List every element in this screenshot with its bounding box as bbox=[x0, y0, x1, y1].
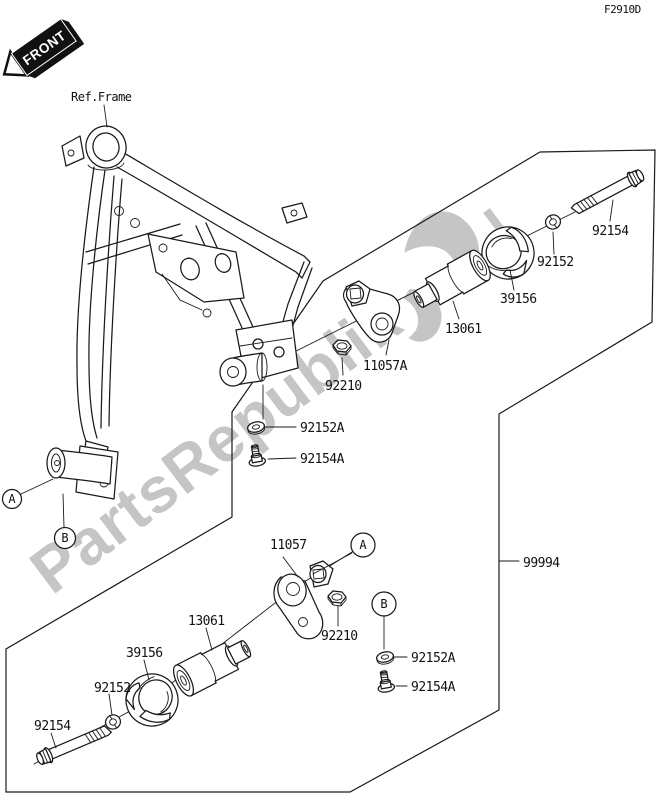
part-number-92152-lower: 92152 bbox=[94, 681, 131, 696]
part-number-92152a-lower: 92152A bbox=[411, 651, 456, 666]
nut-lower bbox=[327, 590, 347, 607]
frame-ref-label: Ref.Frame bbox=[71, 90, 132, 104]
part-number-13061-lower: 13061 bbox=[188, 614, 225, 629]
engine-mount-bracket-lower bbox=[273, 560, 334, 640]
damper-lower bbox=[168, 631, 257, 700]
part-number-92154-lower: 92154 bbox=[34, 719, 71, 734]
engine-mount-bracket-upper bbox=[342, 280, 401, 343]
detail-marker-a-parts-label: A bbox=[359, 538, 367, 552]
page-code: F2910D bbox=[604, 3, 641, 16]
damper-upper bbox=[407, 246, 495, 317]
mount-bolt-upper bbox=[568, 166, 647, 219]
flange-bolt-lower bbox=[374, 668, 396, 694]
leader-lines bbox=[18, 104, 614, 749]
watermark-text: PartsRepublik bbox=[17, 283, 414, 607]
part-number-92154a-lower: 92154A bbox=[411, 680, 456, 695]
detail-marker-b-parts: B bbox=[371, 591, 397, 617]
kit-outline bbox=[5, 149, 656, 793]
part-number-92210-upper: 92210 bbox=[325, 379, 362, 394]
part-number-39156-lower: 39156 bbox=[126, 646, 163, 661]
part-number-92154-upper: 92154 bbox=[592, 224, 629, 239]
part-number-13061-upper: 13061 bbox=[445, 322, 482, 337]
part-number-39156-upper: 39156 bbox=[500, 292, 537, 307]
part-number-92152-upper: 92152 bbox=[537, 255, 574, 270]
part-number-11057a: 11057A bbox=[363, 359, 408, 374]
frame-illustration bbox=[46, 125, 313, 500]
detail-marker-b-frame: B bbox=[53, 526, 77, 550]
detail-marker-a-frame: A bbox=[1, 488, 23, 510]
front-direction-badge: FRONT bbox=[2, 18, 85, 79]
washer-lower bbox=[375, 649, 396, 667]
kit-number: 99994 bbox=[523, 556, 560, 571]
detail-marker-b-parts-label: B bbox=[380, 597, 387, 611]
detail-marker-a-parts: A bbox=[350, 532, 376, 558]
detail-marker-b-frame-label: B bbox=[61, 531, 68, 545]
part-number-92152a-upper: 92152A bbox=[300, 421, 345, 436]
collar-ring-upper bbox=[542, 212, 564, 232]
part-number-11057: 11057 bbox=[270, 538, 307, 553]
detail-marker-a-frame-label: A bbox=[8, 492, 16, 506]
part-number-92210-lower: 92210 bbox=[321, 629, 358, 644]
upper-part-group bbox=[245, 166, 647, 468]
part-number-92154a-upper: 92154A bbox=[300, 452, 345, 467]
watermark-logo-swoosh bbox=[403, 211, 480, 342]
lower-part-group bbox=[33, 560, 396, 768]
